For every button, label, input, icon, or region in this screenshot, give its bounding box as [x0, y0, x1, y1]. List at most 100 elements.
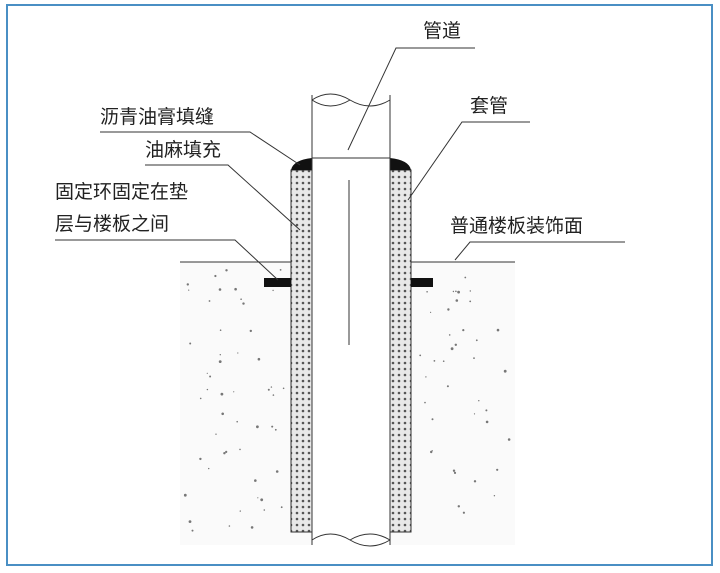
speckle [462, 329, 465, 332]
asphalt-cap-left [291, 158, 312, 170]
oakum-fill-right [389, 169, 412, 533]
speckle [454, 343, 457, 346]
speckle [223, 452, 226, 455]
frame [6, 4, 713, 566]
speckle [250, 526, 254, 529]
speckle [478, 400, 480, 402]
speckle [191, 529, 194, 532]
speckle [267, 388, 270, 391]
speckle [219, 354, 221, 356]
speckle [419, 354, 422, 357]
speckle [473, 480, 477, 483]
label-floor-finish: 普通楼板装饰面 [450, 215, 584, 237]
label-sleeve: 套管 [470, 95, 509, 117]
speckle [242, 302, 245, 305]
speckle [239, 510, 241, 512]
speckle [280, 506, 283, 509]
speckle [450, 347, 454, 351]
label-fixing-ring-2: 层与楼板之间 [55, 213, 170, 235]
speckle [206, 388, 209, 391]
speckle [446, 385, 449, 388]
label-pipe: 管道 [423, 20, 462, 42]
speckle [430, 450, 433, 454]
pipe-break-top [311, 93, 391, 107]
speckle [214, 274, 217, 278]
speckle [209, 375, 212, 378]
speckle [221, 412, 224, 416]
speckle [257, 357, 261, 361]
speckle [183, 493, 187, 497]
speckle [199, 397, 202, 400]
speckle [464, 276, 467, 279]
speckle [425, 376, 427, 378]
speckle [254, 479, 257, 482]
speckle [208, 300, 211, 302]
speckle [256, 425, 259, 429]
speckle [469, 290, 471, 292]
fixing-ring-left [264, 278, 291, 287]
speckle [507, 438, 511, 441]
speckle [199, 457, 202, 461]
speckle [225, 269, 228, 272]
speckle [188, 520, 192, 523]
speckle [249, 329, 252, 333]
concrete-speckles [183, 269, 511, 532]
label-fixing-ring-1: 固定环固定在垫 [55, 181, 189, 203]
speckle [215, 433, 217, 435]
speckle [496, 468, 499, 471]
pipe [312, 95, 390, 545]
speckle [433, 360, 436, 362]
speckle [473, 413, 476, 415]
speckle [234, 287, 237, 291]
speckle [239, 448, 241, 451]
speckle [206, 372, 208, 374]
speckle [473, 357, 475, 359]
label-oakum-fill: 油麻填充 [145, 139, 222, 161]
label-asphalt-seal: 沥青油膏填缝 [100, 106, 215, 128]
pipe-break-bottom [311, 533, 391, 547]
speckle [257, 497, 259, 499]
speckle [448, 334, 451, 336]
speckle [260, 498, 264, 502]
leader-lines [55, 47, 625, 281]
speckle [455, 290, 457, 293]
speckle [272, 289, 274, 292]
speckle [236, 420, 238, 423]
speckle [240, 298, 242, 301]
speckle [457, 290, 460, 294]
speckle [462, 511, 465, 514]
speckle [274, 428, 277, 431]
speckle [189, 342, 192, 345]
speckle [218, 360, 222, 363]
speckle [279, 269, 282, 271]
speckle [442, 360, 445, 363]
speckle [220, 392, 224, 396]
speckle [485, 420, 489, 424]
speckle [455, 299, 459, 302]
speckle [263, 509, 266, 511]
speckle [453, 471, 457, 474]
speckle [447, 308, 450, 311]
speckle [493, 495, 496, 497]
speckle [496, 328, 500, 332]
speckle [272, 394, 275, 396]
speckle [271, 425, 274, 428]
speckle [208, 467, 210, 470]
speckle [431, 418, 434, 421]
speckle [452, 290, 455, 293]
speckle [228, 525, 231, 527]
asphalt-cap-right [390, 158, 411, 170]
speckle [270, 386, 273, 388]
speckle [218, 288, 222, 291]
speckle [475, 339, 478, 342]
speckle [424, 401, 426, 404]
speckle [485, 409, 488, 412]
speckle [430, 311, 432, 313]
speckle [233, 391, 235, 393]
speckle [457, 505, 460, 508]
speckle [469, 300, 472, 303]
speckle [503, 369, 507, 373]
speckle [188, 289, 190, 291]
